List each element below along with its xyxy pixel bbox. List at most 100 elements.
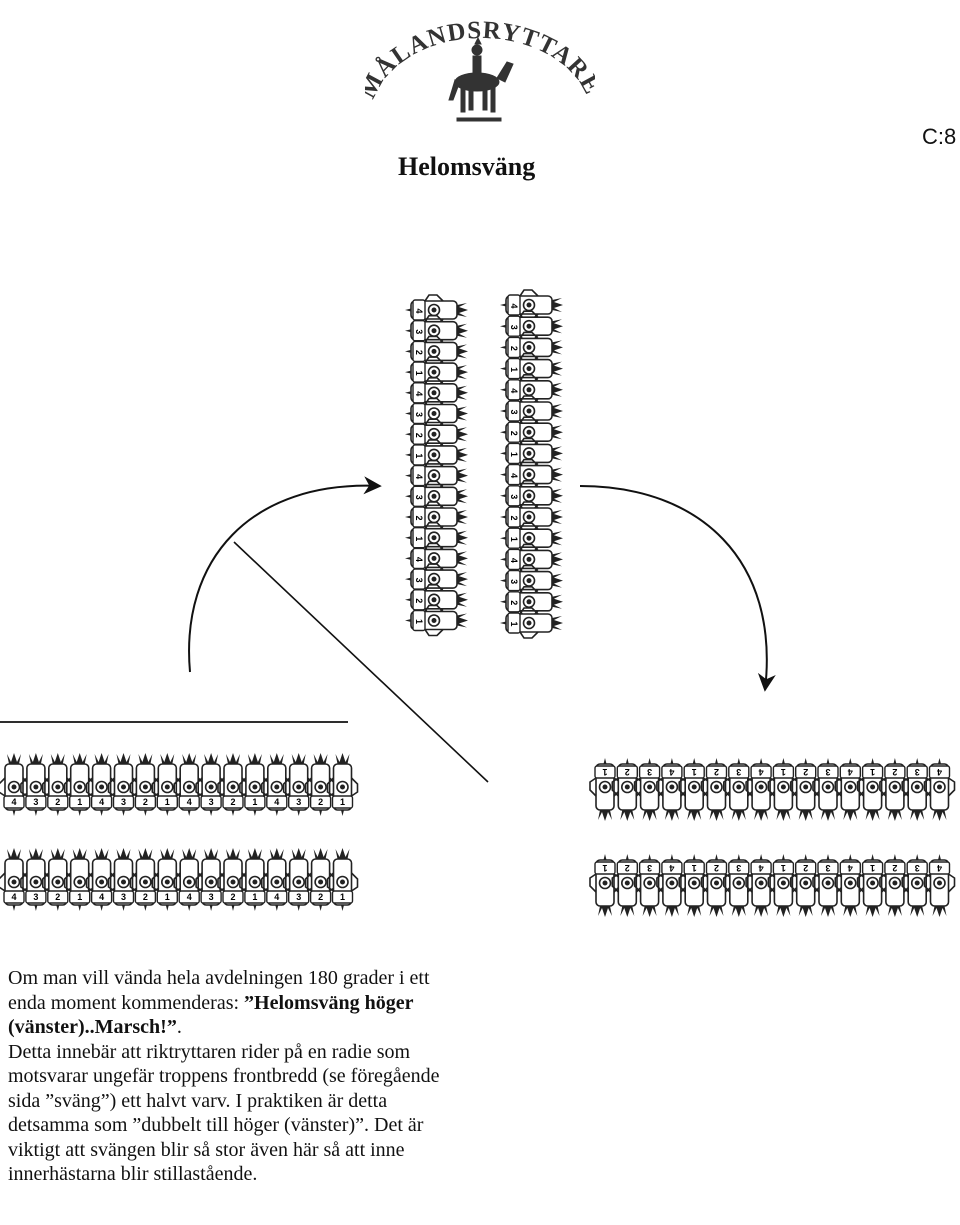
rider-number: 4 <box>11 797 16 807</box>
rider-number: 1 <box>414 536 424 541</box>
horse-rider-figure: 4 <box>173 847 205 912</box>
horse-rider-figure: 2 <box>405 502 468 532</box>
rider-number: 4 <box>759 863 764 873</box>
rider-number: 2 <box>892 863 897 873</box>
horse-rider-figure: 3 <box>813 854 843 917</box>
horse-rider-figure: 2 <box>880 758 910 821</box>
rider-number: 2 <box>625 863 630 873</box>
rider-number: 3 <box>33 797 38 807</box>
rider-number: 2 <box>509 431 519 436</box>
rider-number: 4 <box>937 767 942 777</box>
rider-number: 4 <box>509 558 519 563</box>
rider-number: 3 <box>825 863 830 873</box>
rider-number: 3 <box>121 892 126 902</box>
rider-number: 3 <box>509 579 519 584</box>
horse-rider-figure: 2 <box>217 847 249 912</box>
rider-number: 2 <box>318 797 323 807</box>
rider-number: 4 <box>187 892 192 902</box>
horse-rider-figure: 2 <box>129 847 162 912</box>
rider-number: 4 <box>187 797 192 807</box>
rider-number: 3 <box>414 495 424 500</box>
radius-line <box>233 541 489 783</box>
rider-number: 4 <box>414 474 424 479</box>
horse-rider-figure: 1 <box>768 758 798 821</box>
horse-rider-figure: 2 <box>880 854 910 917</box>
horse-rider-figure: 1 <box>405 523 468 553</box>
horse-rider-figure: 4 <box>500 290 563 320</box>
horse-rider-figure: 4 <box>746 758 776 821</box>
rider-number: 2 <box>803 767 808 777</box>
horse-rider-figure: 3 <box>902 854 932 917</box>
horse-rider-figure: 2 <box>129 752 162 817</box>
horse-rider-figure: 4 <box>925 758 955 821</box>
horse-rider-figure: 3 <box>195 752 227 817</box>
command-text: ”Helomsväng höger (vänster)..Marsch!” <box>8 991 414 1039</box>
rider-number: 1 <box>692 767 697 777</box>
rider-number: 4 <box>848 767 853 777</box>
rider-number: 1 <box>509 367 519 372</box>
rider-number: 1 <box>340 797 345 807</box>
horse-rider-figure: 4 <box>405 461 468 491</box>
horse-rider-figure: 2 <box>500 417 563 447</box>
horse-rider-figure: 4 <box>260 752 293 817</box>
rider-number: 1 <box>602 863 607 873</box>
rider-number: 4 <box>414 557 424 562</box>
rider-number: 4 <box>414 391 424 396</box>
horse-rider-figure: 4 <box>835 758 865 821</box>
rider-number: 1 <box>252 892 257 902</box>
rider-number: 4 <box>669 767 674 777</box>
rider-number: 4 <box>414 308 424 313</box>
horse-rider-figure: 3 <box>635 854 665 917</box>
horse-rider-figure: 2 <box>702 854 732 917</box>
horse-rider-figure: 3 <box>500 311 563 341</box>
horse-rider-figure: 1 <box>151 847 184 912</box>
horse-rider-figure: 3 <box>405 481 468 511</box>
horse-rider-figure: 2 <box>304 752 337 817</box>
horse-rider-figure: 3 <box>20 847 52 912</box>
horse-rider-figure: 2 <box>304 847 337 912</box>
horse-rider-figure: 1 <box>590 854 620 917</box>
rider-number: 4 <box>509 388 519 393</box>
horse-rider-figure: 4 <box>0 752 30 817</box>
rider-number: 2 <box>414 598 424 603</box>
rider-number: 2 <box>892 767 897 777</box>
rider-number: 2 <box>714 767 719 777</box>
horse-rider-figure: 3 <box>195 847 227 912</box>
horse-rider-figure: 2 <box>405 336 468 366</box>
horse-rider-figure: 4 <box>85 752 118 817</box>
rider-number: 4 <box>274 797 279 807</box>
rider-number: 2 <box>143 892 148 902</box>
rider-number: 3 <box>915 863 920 873</box>
horse-rider-figure: 4 <box>500 375 563 405</box>
rider-number: 4 <box>11 892 16 902</box>
horse-rider-figure: 1 <box>326 847 359 912</box>
rider-number: 3 <box>825 767 830 777</box>
rider-number: 1 <box>165 892 170 902</box>
horse-rider-figure: 1 <box>239 847 271 912</box>
rider-number: 3 <box>736 863 741 873</box>
horse-rider-figure: 1 <box>858 854 888 917</box>
rider-number: 3 <box>647 863 652 873</box>
rider-number: 1 <box>77 797 82 807</box>
body-text: Om man vill vända hela avdelningen 180 g… <box>8 966 458 1187</box>
rider-number: 1 <box>414 619 424 624</box>
horse-rider-figure: 1 <box>151 752 184 817</box>
horse-rider-figure: 4 <box>746 854 776 917</box>
rider-number: 4 <box>848 863 853 873</box>
horse-rider-figure: 4 <box>500 460 563 490</box>
horse-rider-figure: 2 <box>500 587 563 617</box>
rider-number: 3 <box>509 325 519 330</box>
rider-number: 2 <box>714 863 719 873</box>
intro-paragraph: Om man vill vända hela avdelningen 180 g… <box>8 967 430 1039</box>
rider-number: 4 <box>669 863 674 873</box>
horse-rider-figure: 3 <box>282 752 315 817</box>
rider-number: 1 <box>252 797 257 807</box>
rider-number: 3 <box>33 892 38 902</box>
horse-rider-figure: 4 <box>835 854 865 917</box>
horse-rider-figure: 4 <box>925 854 955 917</box>
horse-rider-figure: 4 <box>173 752 205 817</box>
horse-rider-figure: 3 <box>107 752 140 817</box>
rider-on-horse-icon <box>448 36 514 122</box>
